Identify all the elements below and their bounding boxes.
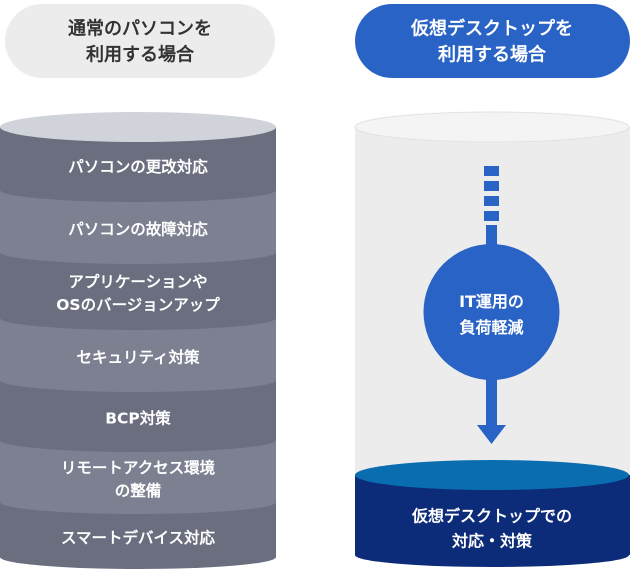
cylinder-layer-edge (0, 178, 276, 202)
layer-label: パソコンの故障対応 (68, 220, 208, 239)
dash-segment (484, 211, 499, 221)
layer-label: OSのバージョンアップ (56, 295, 220, 314)
right-title: 仮想デスクトップを (410, 17, 573, 39)
base-label: 対応・対策 (451, 531, 533, 550)
layer-label: BCP対策 (105, 409, 171, 428)
left-title: 通常のパソコンを (68, 17, 212, 39)
layer-label: スマートデバイス対応 (61, 528, 216, 547)
circle-label: 負荷軽減 (459, 318, 523, 337)
layer-label: セキュリティ対策 (76, 348, 200, 367)
layer-label: アプリケーションや (68, 272, 207, 291)
dash-segment (484, 166, 499, 176)
cylinder-layer-edge (0, 306, 276, 330)
right-title-pill (355, 4, 630, 78)
base-cylinder-top (355, 460, 629, 490)
right-title: 利用する場合 (438, 43, 547, 65)
cylinder-layer-edge (0, 490, 276, 514)
dash-segment (484, 196, 499, 206)
cylinder-layer-edge (0, 545, 276, 569)
virtual-cylinder-top (354, 111, 630, 143)
benefit-circle (423, 244, 560, 380)
layer-label: リモートアクセス環境 (61, 458, 216, 477)
left-title-pill (5, 4, 275, 78)
arrow-head-icon (477, 425, 506, 444)
cylinder-layer-edge (0, 428, 276, 452)
base-label: 仮想デスクトップでの (411, 506, 572, 525)
layer-label: の整備 (115, 481, 162, 500)
base-cylinder-bottom (355, 543, 629, 567)
circle-label: IT運用の (459, 292, 524, 311)
left-title: 利用する場合 (86, 43, 195, 65)
cylinder-top (0, 112, 276, 142)
layer-label: パソコンの更改対応 (68, 157, 208, 176)
dash-segment (484, 181, 499, 191)
cylinder-layer-edge (0, 368, 276, 392)
cylinder-layer-edge (0, 240, 276, 264)
